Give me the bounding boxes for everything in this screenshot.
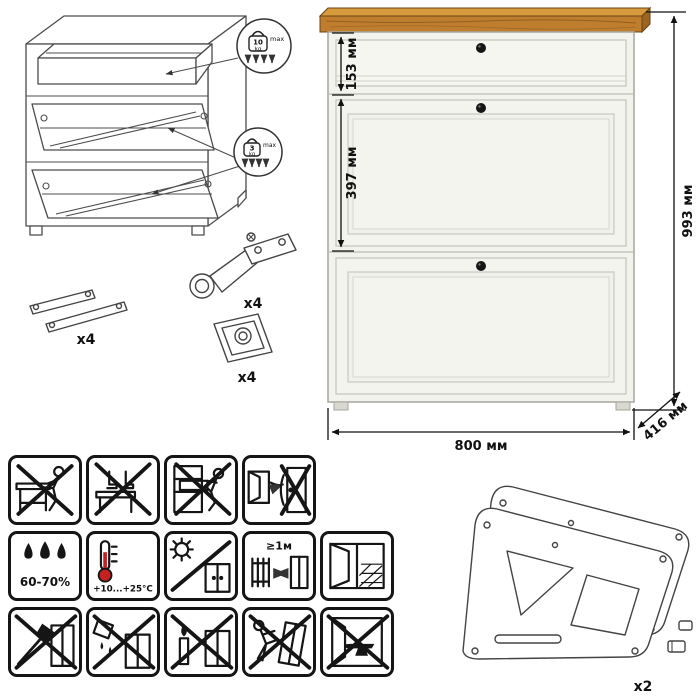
- stay-count-label: x4: [77, 332, 96, 348]
- side-panel-parts-drawing: x2: [462, 485, 693, 695]
- drawer-limit-max-label: max: [270, 35, 284, 43]
- flap-limit-max-label: max: [263, 142, 277, 149]
- latch-pieces: [667, 620, 693, 653]
- wireframe-cabinet-sketch: [25, 15, 247, 236]
- pictogram-no-liquids: [86, 607, 160, 677]
- pictogram-no-door-slamming-draft: [242, 455, 316, 525]
- dim-total-height: 993 мм: [681, 185, 696, 238]
- drawer-limit-value: 10: [253, 39, 263, 47]
- pictogram-no-sitting: [8, 455, 82, 525]
- middle-flap-door: [335, 99, 627, 247]
- load-callout-flap: 3 kg max: [151, 127, 283, 195]
- drawer-front: [335, 39, 627, 87]
- drawer-knob: [476, 43, 486, 53]
- humidity-label: 60-70%: [20, 575, 70, 589]
- load-callout-drawer: 10 kg max: [165, 18, 292, 76]
- pictogram-ventilation-window: [320, 531, 394, 601]
- pictogram-heater-distance: ≥1м: [242, 531, 316, 601]
- kettlebell-10kg-icon: 10 kg: [248, 30, 268, 53]
- hinge-hardware-drawing: x4: [189, 232, 297, 312]
- middle-door-knob: [476, 103, 486, 113]
- pictogram-no-open-flame: [164, 607, 238, 677]
- hinge-count-label: x4: [244, 296, 263, 312]
- top-diagram-canvas: 10 kg max 3 kg max: [25, 6, 696, 454]
- pictogram-no-dragging: [242, 607, 316, 677]
- cam-hardware-drawing: x4: [213, 313, 273, 386]
- stay-hardware-drawing: x4: [29, 289, 128, 348]
- side-panel-count-label: x2: [634, 679, 653, 695]
- flap-limit-unit: kg: [249, 152, 255, 158]
- pictogram-no-overloading: [320, 607, 394, 677]
- dim-width: 800 мм: [455, 439, 508, 454]
- wood-top: [318, 6, 652, 34]
- down-arrows-icon: [241, 158, 270, 168]
- drawer-limit-unit: kg: [255, 47, 262, 53]
- kettlebell-3kg-icon: 3 kg: [243, 138, 261, 158]
- pictogram-no-climbing-drawers: [164, 455, 238, 525]
- dim-door-height: 397 мм: [345, 147, 360, 200]
- pictogram-no-direct-sunlight: [164, 531, 238, 601]
- temperature-label: +10...+25°C: [93, 585, 153, 595]
- cabinet-foot: [333, 401, 349, 411]
- min-distance-label: ≥1м: [266, 539, 292, 552]
- down-arrows-icon: [244, 54, 276, 64]
- dim-depth: 416 мм: [641, 399, 691, 445]
- bottom-door-knob: [476, 261, 486, 271]
- flap-limit-value: 3: [250, 145, 255, 153]
- side-panel-front: [462, 507, 674, 660]
- cabinet-foot: [615, 401, 631, 411]
- cabinet-render: [318, 6, 652, 411]
- pictogram-no-standing: [86, 455, 160, 525]
- dim-drawer-height: 153 мм: [345, 38, 360, 91]
- bottom-flap-door: [335, 257, 627, 395]
- pictogram-humidity-range: 60-70%: [8, 531, 82, 601]
- cam-count-label: x4: [238, 370, 257, 386]
- pictogram-temperature-range: +10...+25°C: [86, 531, 160, 601]
- pictogram-no-sharp-impact: [8, 607, 82, 677]
